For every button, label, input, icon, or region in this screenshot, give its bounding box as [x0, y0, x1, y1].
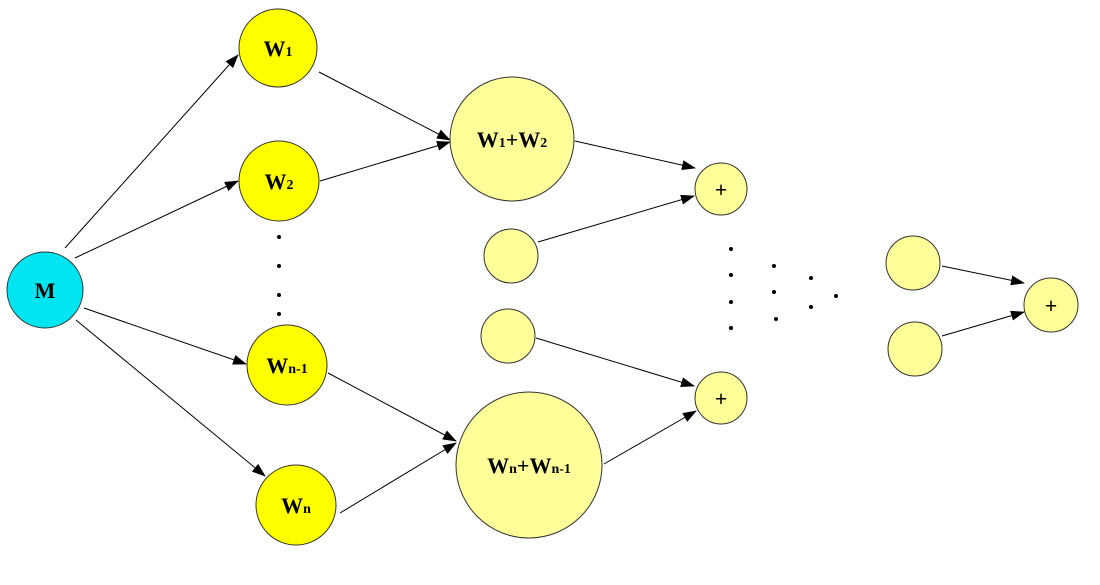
edge-m-wn: [75, 319, 266, 477]
plus-node-final-label: +: [1045, 293, 1058, 318]
node-wn: Wn: [255, 464, 337, 546]
ellipsis-dot: [729, 300, 733, 304]
node-wn-circle: [255, 464, 337, 546]
ellipsis-dot: [729, 273, 733, 277]
small-node-c: [885, 235, 941, 291]
node-wn-plus-wn-1-label: Wn+Wn-1: [487, 453, 571, 478]
ellipsis-dot: [809, 276, 813, 280]
edge-m-w1: [64, 54, 239, 249]
edge-w1-w1w2: [318, 71, 451, 141]
edges: [64, 54, 1025, 514]
edge-wn-wnwn1: [339, 442, 457, 514]
edge-w1w2-plus-top: [574, 140, 696, 171]
node-m-label: M: [35, 278, 56, 303]
plus-node-bottom-circle: [694, 371, 748, 425]
ellipsis-dot: [277, 235, 281, 239]
ellipsis-dot: [774, 317, 778, 321]
node-wn-1-label: Wn-1: [266, 353, 307, 378]
small-node-d: [887, 321, 943, 377]
plus-node-final-circle: [1023, 277, 1079, 333]
edge-small-c-plus-final: [941, 265, 1025, 286]
small-node-b: [480, 308, 536, 364]
plus-node-top-label: +: [715, 177, 728, 202]
edge-small-b-plus-bottom: [535, 337, 695, 388]
plus-node-final: +: [1023, 277, 1079, 333]
edge-w2-w1w2: [319, 140, 451, 182]
edge-wnwn1-plus-bottom: [603, 410, 697, 465]
node-w1: W1: [238, 8, 318, 88]
ellipsis-dot: [729, 247, 733, 251]
ellipsis-dot: [772, 290, 776, 294]
node-w1-label: W1: [264, 36, 293, 61]
small-node-a: [483, 228, 539, 284]
plus-node-top: +: [694, 162, 748, 216]
plus-node-bottom-label: +: [715, 386, 728, 411]
node-w1-circle: [238, 8, 318, 88]
node-m-circle: [6, 251, 84, 329]
node-w1-plus-w2-circle: [449, 76, 575, 202]
node-m: M: [6, 251, 84, 329]
edge-m-wn1: [83, 307, 247, 365]
node-w2: W2: [238, 140, 320, 222]
edge-small-d-plus-final: [941, 310, 1025, 337]
ellipsis-dot: [729, 326, 733, 330]
node-wn-1: Wn-1: [246, 324, 328, 406]
ellipsis-dot: [277, 293, 281, 297]
node-w1-plus-w2-label: W1+W2: [477, 127, 548, 152]
ellipsis-dot: [277, 312, 281, 316]
node-w2-circle: [238, 140, 320, 222]
ellipsis-dots: [277, 235, 838, 330]
ellipsis-dot: [809, 305, 813, 309]
plus-node-bottom: +: [694, 371, 748, 425]
node-w2-label: W2: [265, 169, 294, 194]
edge-small-a-plus-top: [537, 194, 695, 243]
ellipsis-dot: [834, 294, 838, 298]
edge-wn1-wnwn1: [327, 372, 457, 442]
node-wn-plus-wn-1-circle: [455, 391, 603, 539]
node-wn-label: Wn: [281, 493, 311, 518]
node-wn-1-circle: [246, 324, 328, 406]
node-wn-plus-wn-1: Wn+Wn-1: [455, 391, 603, 539]
edge-m-w2: [74, 180, 239, 259]
ellipsis-dot: [772, 264, 776, 268]
ellipsis-dot: [277, 264, 281, 268]
plus-node-top-circle: [694, 162, 748, 216]
node-w1-plus-w2: W1+W2: [449, 76, 575, 202]
